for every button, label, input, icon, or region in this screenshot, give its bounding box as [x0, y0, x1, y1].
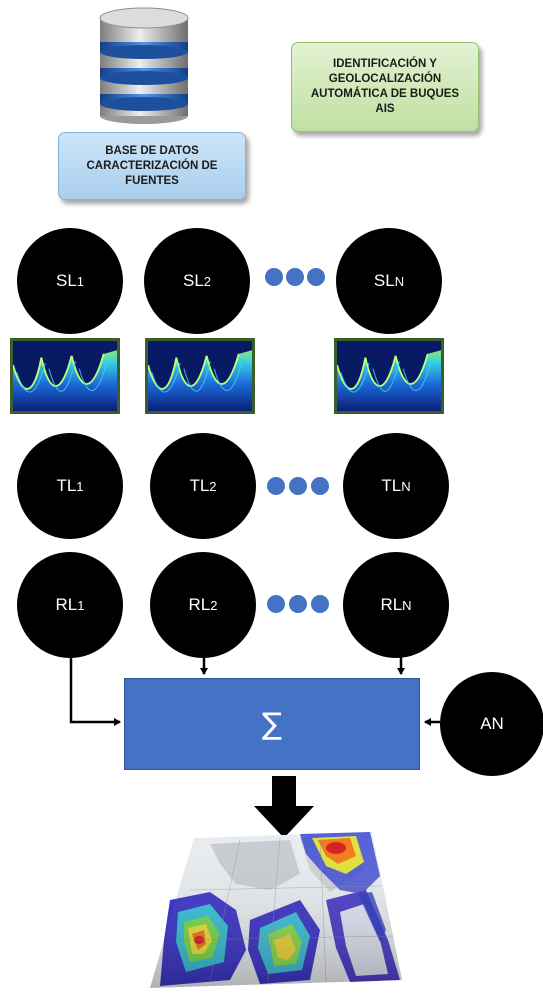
- node-sl-2-sub: 2: [203, 273, 212, 289]
- node-an: AN: [440, 672, 543, 776]
- node-sl-2-label: SL: [182, 271, 204, 290]
- ellipsis-dot: [286, 268, 304, 286]
- node-rl-2-label: RL: [188, 595, 211, 614]
- noise-map-image: [150, 832, 402, 988]
- node-sl-1-label: SL: [55, 271, 77, 290]
- spectrogram-n-image: [334, 338, 444, 414]
- node-rl-1-sub: 1: [77, 597, 85, 613]
- database-label: BASE DE DATOS CARACTERIZACIÓN DE FUENTES: [86, 144, 218, 187]
- ellipsis-dot: [311, 595, 329, 613]
- ellipsis-dot: [307, 268, 325, 286]
- spectrogram-1-image: [10, 338, 120, 414]
- down-arrow-icon: [254, 776, 314, 838]
- node-sl-n-sub: N: [394, 273, 405, 289]
- node-an-label: AN: [480, 714, 504, 733]
- node-sl-n-label: SL: [373, 271, 395, 290]
- ellipsis-dot: [289, 477, 307, 495]
- ellipsis-dot: [311, 477, 329, 495]
- summation-block: ∑: [124, 678, 420, 770]
- database-label-box: BASE DE DATOS CARACTERIZACIÓN DE FUENTES: [58, 132, 246, 200]
- node-rl-n-label: RL: [380, 595, 403, 614]
- node-rl-n-sub: N: [402, 597, 412, 613]
- node-tl-1-sub: 1: [76, 478, 84, 494]
- node-sl-1-sub: 1: [76, 273, 85, 289]
- ais-label-box: IDENTIFICACIÓN Y GEOLOCALIZACIÓN AUTOMÁT…: [291, 42, 479, 132]
- node-tl-n-sub: N: [401, 478, 411, 494]
- node-tl-n-label: TL: [381, 476, 402, 495]
- ellipsis-dot: [267, 477, 285, 495]
- ais-label: IDENTIFICACIÓN Y GEOLOCALIZACIÓN AUTOMÁT…: [310, 58, 460, 115]
- sigma-symbol: ∑: [261, 706, 283, 742]
- database-icon: [99, 7, 189, 124]
- ellipsis-dot: [267, 595, 285, 613]
- node-tl-1-label: TL: [56, 476, 77, 495]
- node-rl-2-sub: 2: [210, 597, 218, 613]
- spectrogram-2-image: [145, 338, 255, 414]
- node-tl-2-label: TL: [189, 476, 210, 495]
- node-rl-1-label: RL: [55, 595, 78, 614]
- ellipsis-dot: [265, 268, 283, 286]
- node-tl-2-sub: 2: [209, 478, 217, 494]
- ellipsis-dot: [289, 595, 307, 613]
